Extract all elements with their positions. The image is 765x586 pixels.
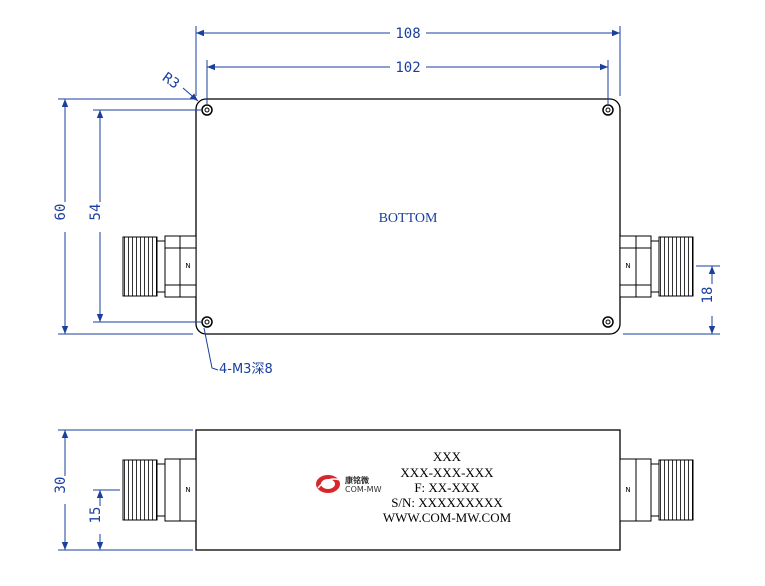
connector-type-mark: N <box>625 262 630 270</box>
right-n-connector <box>619 235 694 298</box>
mounting-holes <box>201 104 614 328</box>
label-line: WWW.COM-MW.COM <box>383 510 512 525</box>
dim-connector-offset-text: 18 <box>700 287 716 304</box>
logo-subtext: COM-MW <box>345 485 382 494</box>
dim-hole-spacing-width-text: 54 <box>88 204 104 221</box>
dim-height-text: 30 <box>53 477 69 494</box>
label-line: S/N: XXXXXXXXX <box>391 495 503 510</box>
product-label: XXX XXX-XXX-XXX F: XX-XXX S/N: XXXXXXXXX… <box>383 449 512 525</box>
radius-leader <box>182 87 199 102</box>
side-housing-outline <box>195 429 621 551</box>
top-housing-outline <box>195 98 621 335</box>
top-view: BOTTOM N N 108 <box>53 26 720 377</box>
mounting-hole <box>605 107 611 113</box>
dimension-hole-spacing-width <box>93 109 201 323</box>
hole-callout-leader <box>203 327 219 371</box>
mounting-hole <box>605 319 611 325</box>
label-line: F: XX-XXX <box>414 480 480 495</box>
mounting-hole <box>201 104 213 116</box>
brand-logo: 康铭微 COM-MW <box>316 475 382 494</box>
dim-corner-radius-text: R3 <box>159 70 182 93</box>
dimension-hole-spacing-length <box>206 60 609 104</box>
connector-type-mark: N <box>625 486 630 494</box>
dim-connector-height-text: 15 <box>88 507 104 524</box>
dimension-overall-length <box>195 26 621 96</box>
mounting-hole <box>204 319 210 325</box>
mounting-hole <box>201 316 213 328</box>
mounting-hole <box>602 104 614 116</box>
mounting-hole <box>602 316 614 328</box>
dim-overall-width-text: 60 <box>53 204 69 221</box>
dimension-connector-height <box>93 489 120 551</box>
left-n-connector <box>122 235 197 298</box>
dim-hole-spacing-length-text: 102 <box>395 60 420 76</box>
connector-type-mark: N <box>185 262 190 270</box>
label-line: XXX-XXX-XXX <box>400 465 494 480</box>
label-line: XXX <box>433 449 462 464</box>
dimension-height <box>58 429 193 551</box>
side-view: N N 康铭微 COM-MW XXX XXX-XXX-XXX F: XX-XXX… <box>53 429 694 551</box>
dim-overall-length-text: 108 <box>395 26 420 42</box>
hole-callout-text: 4-M3深8 <box>219 362 273 377</box>
mounting-hole <box>204 107 210 113</box>
right-n-connector-side <box>619 458 694 522</box>
left-n-connector-side <box>122 458 197 522</box>
face-label: BOTTOM <box>379 211 438 226</box>
connector-type-mark: N <box>185 486 190 494</box>
logo-text: 康铭微 <box>345 475 369 485</box>
dimension-connector-offset <box>623 265 720 335</box>
dimension-overall-width <box>58 98 193 335</box>
